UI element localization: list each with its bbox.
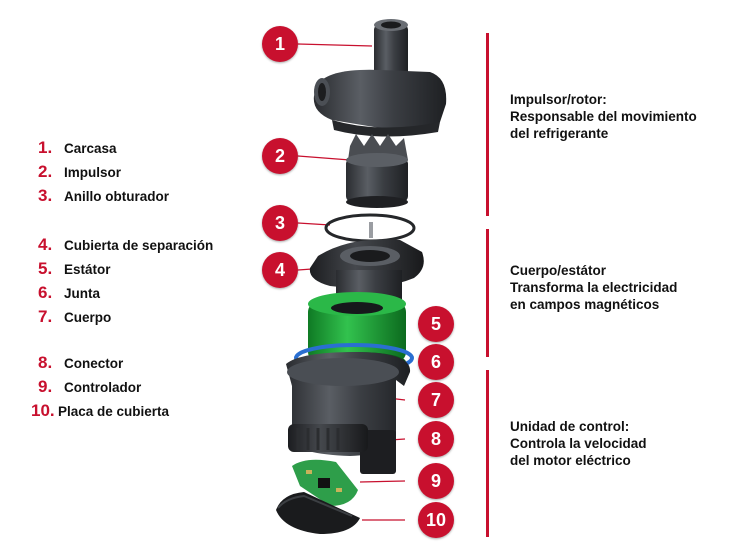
section-bar-rotor [486, 33, 489, 216]
callout-badge-3: 3 [262, 205, 298, 241]
legend-item: 7.Cuerpo [38, 307, 112, 326]
callout-badge-2: 2 [262, 138, 298, 174]
callout-badge-8: 8 [418, 421, 454, 457]
section-line: Controla la velocidad [510, 436, 647, 451]
section-title: Impulsor/rotor: [510, 92, 607, 107]
section-line: Transforma la electricidad [510, 280, 678, 295]
legend-item: 1.Carcasa [38, 138, 117, 157]
section-title: Cuerpo/estátor [510, 263, 607, 278]
section-line: del refrigerante [510, 126, 609, 141]
section-line: en campos magnéticos [510, 297, 660, 312]
legend-item: 8.Conector [38, 353, 124, 372]
callout-badge-9: 9 [418, 463, 454, 499]
callout-badge-10: 10 [418, 502, 454, 538]
section-rotor: Impulsor/rotor: Responsable del movimien… [510, 91, 697, 142]
section-stator: Cuerpo/estátor Transforma la electricida… [510, 262, 677, 313]
section-control: Unidad de control: Controla la velocidad… [510, 418, 647, 469]
legend-item: 6.Junta [38, 283, 101, 302]
legend-item: 4.Cubierta de separación [38, 235, 214, 254]
legend-item: 10.Placa de cubierta [31, 401, 170, 420]
callout-badge-5: 5 [418, 306, 454, 342]
section-line: Responsable del movimiento [510, 109, 697, 124]
legend-item: 2.Impulsor [38, 162, 122, 181]
legend-item: 5.Estátor [38, 259, 111, 278]
section-line: del motor eléctrico [510, 453, 631, 468]
cover-plate-part [276, 492, 360, 534]
legend-item: 3.Anillo obturador [38, 186, 169, 205]
connector-part [288, 424, 396, 474]
legend-item: 9.Controlador [38, 377, 142, 396]
callout-badge-6: 6 [418, 344, 454, 380]
section-title: Unidad de control: [510, 419, 630, 434]
callout-badge-1: 1 [262, 26, 298, 62]
impeller-part [346, 134, 408, 208]
callout-badge-7: 7 [418, 382, 454, 418]
controller-board-part [292, 459, 358, 506]
section-bar-control [486, 370, 489, 537]
callout-badge-4: 4 [262, 252, 298, 288]
section-bar-stator [486, 229, 489, 357]
housing-part [313, 19, 447, 137]
